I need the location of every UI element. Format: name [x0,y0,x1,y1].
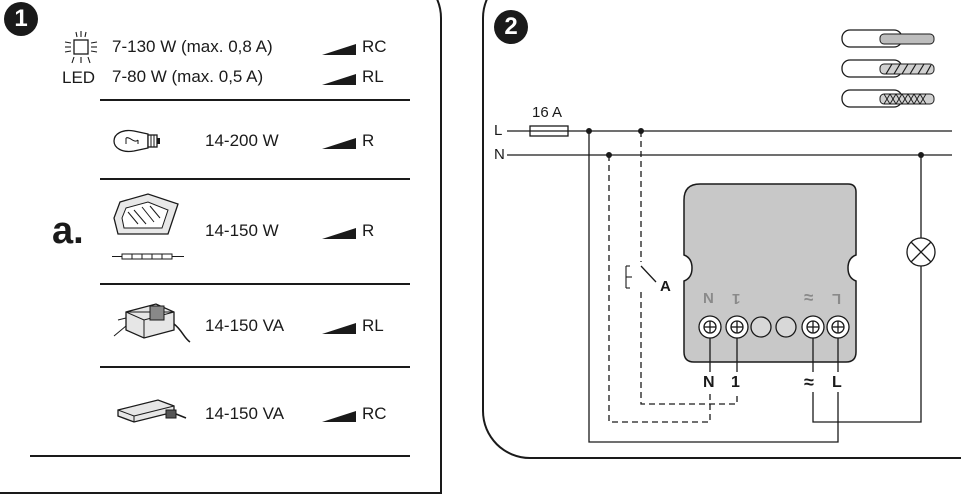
wound-transformer-mode: RL [362,316,384,335]
electronic-transformer-icon [117,399,187,423]
module-label-1: 1 [732,290,741,307]
row-divider [100,283,410,285]
dimming-wedge-icon [322,228,356,239]
fuse-rating: 16 A [532,104,563,121]
dimming-wedge-icon [322,44,356,55]
module-label-load: ≈ [804,288,814,307]
section-marker-a: a. [52,210,84,252]
halogen-lamp-icon [112,193,184,260]
terminal-label-load: ≈ [804,372,814,392]
wound-transformer-power: 14-150 VA [205,316,285,335]
solid-wire-icon [841,29,935,48]
panel-2-frame [482,0,961,459]
led-lamp-icon [64,31,98,64]
incandescent-power: 14-200 W [205,131,279,150]
wiring-diagram [507,125,952,443]
row-divider [30,455,410,457]
row-divider [100,178,410,180]
line-l-label: L [494,122,503,139]
terminal-label-1: 1 [731,374,740,391]
fine-stranded-wire-icon [841,89,935,108]
pushbutton-label: A [660,278,671,295]
stranded-wire-icon [841,59,935,78]
dimming-wedge-icon [322,323,356,334]
incandescent-mode: R [362,131,375,150]
led-label: LED [62,68,96,87]
led-rl-power: 7-80 W (max. 0,5 A) [112,67,264,86]
dimming-wedge-icon [322,138,356,149]
led-rc-mode: RC [362,37,387,56]
led-rc-power: 7-130 W (max. 0,8 A) [112,37,273,56]
dimming-wedge-icon [322,74,356,85]
row-divider [100,99,410,101]
electronic-transformer-power: 14-150 VA [205,404,285,423]
step-1-badge: 1 [4,2,38,36]
terminal-label-n: N [703,374,715,391]
electronic-transformer-mode: RC [362,404,387,423]
led-rl-mode: RL [362,67,384,86]
halogen-mode: R [362,221,375,240]
wound-transformer-icon [113,303,191,343]
step-2-badge: 2 [494,10,528,44]
terminal-label-l: L [832,374,842,391]
module-label-l: L [832,290,842,307]
line-n-label: N [494,146,505,163]
halogen-power: 14-150 W [205,221,279,240]
module-label-n: N [703,290,714,307]
incandescent-bulb-icon [113,129,160,153]
row-divider [100,366,410,368]
dimming-wedge-icon [322,411,356,422]
